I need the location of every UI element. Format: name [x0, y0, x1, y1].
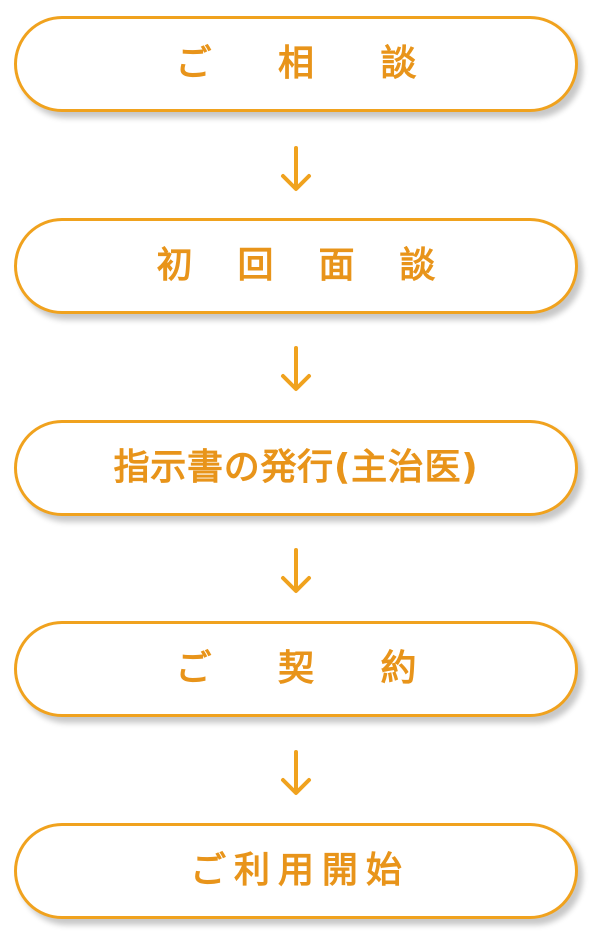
down-arrow-icon — [281, 146, 311, 191]
down-arrow-icon — [281, 548, 311, 593]
step-label-service-start: ご利用開始 — [190, 850, 410, 891]
down-arrow-icon — [281, 750, 311, 795]
step-consultation: ご 相 談 — [14, 16, 578, 112]
step-label-contract: ご 契 約 — [175, 648, 444, 689]
step-instruction-issue: 指示書の発行(主治医) — [14, 420, 578, 516]
step-label-first-interview: 初 回 面 談 — [156, 245, 452, 286]
step-label-consultation: ご 相 談 — [175, 43, 444, 84]
step-contract: ご 契 約 — [14, 621, 578, 717]
step-first-interview: 初 回 面 談 — [14, 218, 578, 314]
step-service-start: ご利用開始 — [14, 823, 578, 919]
down-arrow-icon — [281, 346, 311, 391]
step-label-instruction-issue: 指示書の発行(主治医) — [113, 447, 479, 488]
